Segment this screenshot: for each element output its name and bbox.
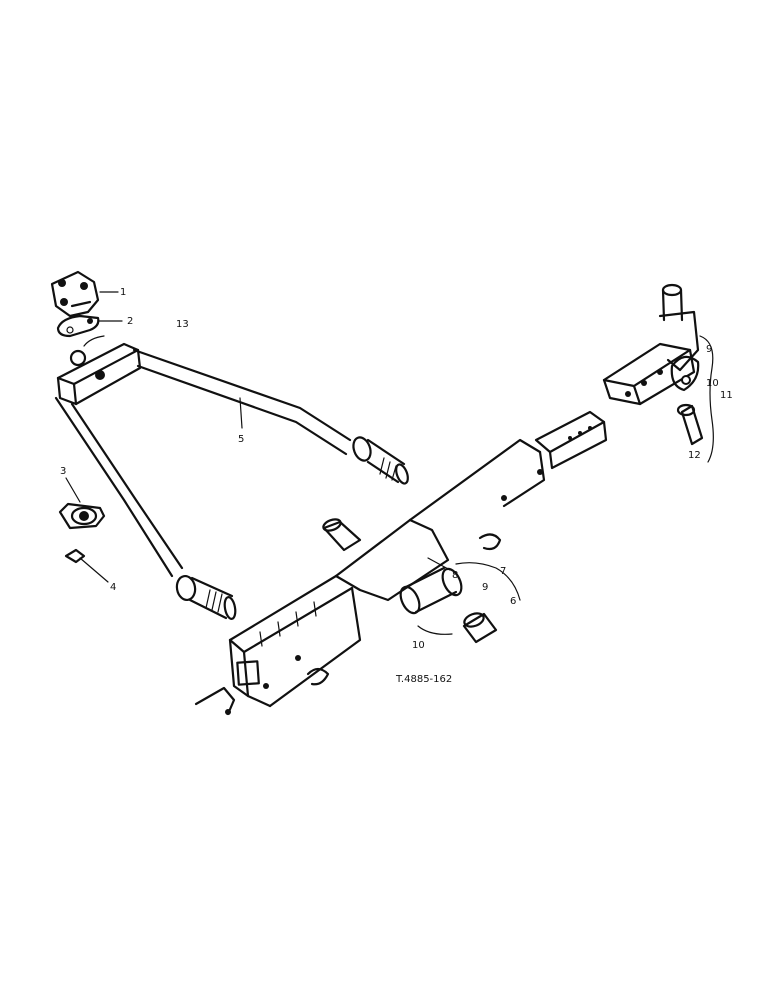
bracket-plate-part-1 bbox=[50, 270, 100, 318]
callout-1: 1 bbox=[120, 287, 126, 298]
callout-labels: 1 2 13 3 4 5 9 10 11 12 8 7 9 6 10 bbox=[60, 287, 733, 651]
callout-10-lower: 10 bbox=[412, 640, 425, 651]
a-frame-rod-part-5 bbox=[54, 342, 409, 620]
callout-9-upper: 9 bbox=[706, 344, 712, 355]
callout-7: 7 bbox=[500, 566, 506, 577]
callout-12: 12 bbox=[688, 450, 701, 461]
callout-4: 4 bbox=[110, 582, 116, 593]
callout-9-lower: 9 bbox=[482, 582, 488, 593]
drawing-reference-code: T.4885-162 bbox=[395, 674, 452, 685]
callout-3: 3 bbox=[60, 466, 66, 477]
callout-11: 11 bbox=[720, 390, 733, 401]
callout-5: 5 bbox=[238, 434, 244, 445]
callout-13: 13 bbox=[176, 319, 189, 330]
washer-part-4 bbox=[64, 548, 86, 564]
main-axle-beam bbox=[194, 410, 608, 716]
gasket-part-2 bbox=[56, 314, 100, 338]
callout-10-upper: 10 bbox=[706, 378, 719, 389]
bushing-right bbox=[462, 612, 498, 644]
steering-knuckle bbox=[602, 283, 714, 463]
callout-6: 6 bbox=[510, 596, 516, 607]
callout-8: 8 bbox=[452, 570, 458, 581]
leader-lines bbox=[65, 291, 521, 635]
callout-2: 2 bbox=[127, 316, 133, 327]
bushing-left bbox=[322, 518, 362, 552]
flange-part-3 bbox=[58, 502, 106, 530]
